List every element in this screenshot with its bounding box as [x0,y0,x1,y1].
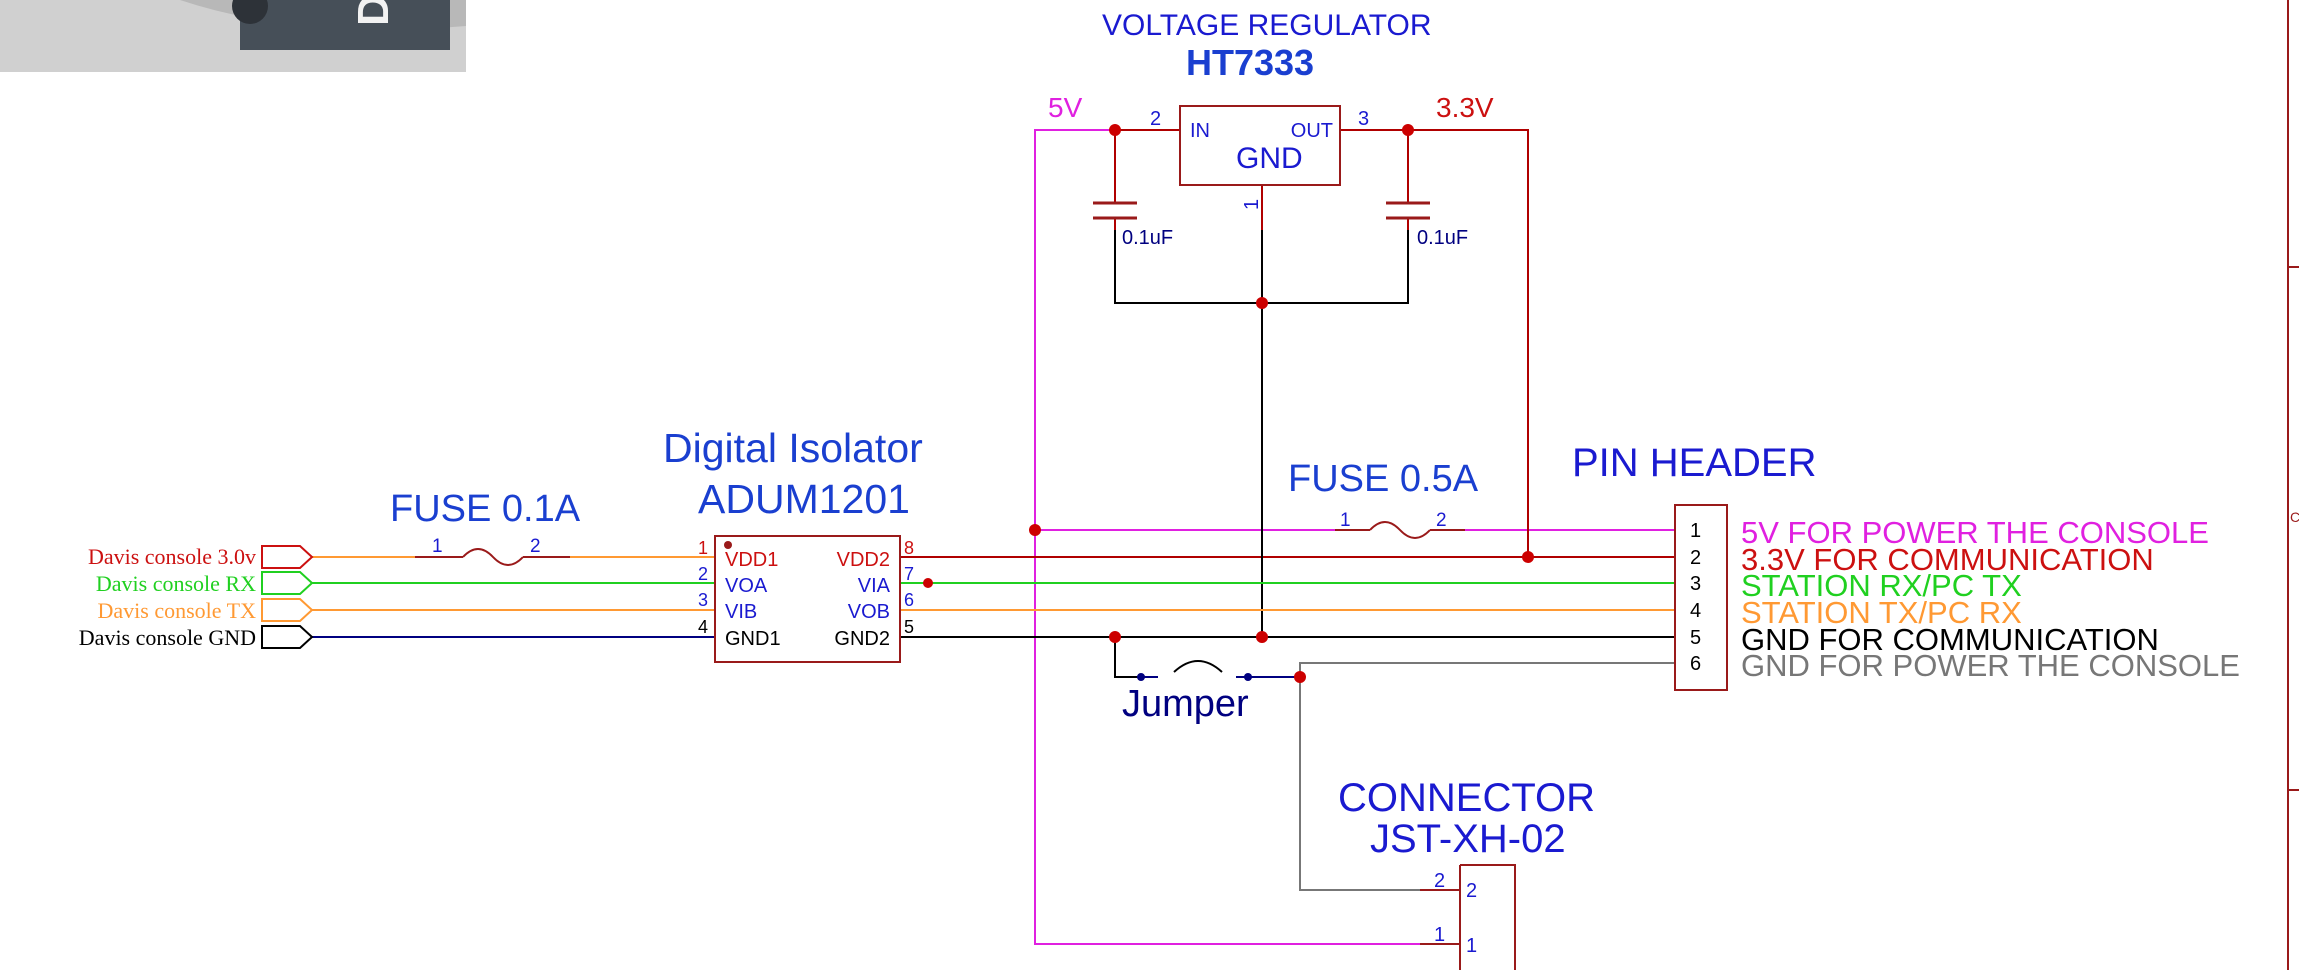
isolator-pin-num-1: 1 [698,538,708,558]
port-label-tx: Davis console TX [98,598,257,623]
fuse-0-1a-label: FUSE 0.1A [390,488,581,530]
regulator-part: HT7333 [1186,42,1314,83]
pin-header-desc-6: GND FOR POWER THE CONSOLE [1741,648,2240,683]
pin-header-num-3: 3 [1690,573,1701,595]
capacitor-right-value: 0.1uF [1417,227,1468,249]
net-label-3v3: 3.3V [1436,92,1494,123]
capacitor-left: 0.1uF [1093,201,1173,249]
regulator-pin-in: IN [1190,120,1210,142]
board-photo: D [0,0,466,72]
net-5v-wires [1034,129,1685,945]
pin-header: PIN HEADER 1 2 3 4 5 6 5V FOR POWER THE … [1572,441,2240,691]
fuse-0-1a-pin2: 2 [530,536,541,557]
pin-header-num-5: 5 [1690,627,1701,649]
connector-pin-inner-1: 1 [1466,935,1477,957]
pin-header-num-2: 2 [1690,547,1701,569]
pin-header-desc-2: 3.3V FOR COMMUNICATION [1741,542,2154,577]
isolator-title: Digital Isolator [663,425,923,471]
fuse-0-1a: FUSE 0.1A 1 2 [390,488,581,566]
isolator-pin-vdd2: VDD2 [837,549,890,571]
photo-letter: D [349,0,398,26]
isolator-pin-num-8: 8 [904,538,914,558]
isolator-pin-gnd1: GND1 [725,628,781,650]
border-zone-letter: C [2290,509,2299,525]
regulator-pin-out: OUT [1291,120,1333,142]
sheet-border: C [2287,0,2299,970]
pin-header-desc-1: 5V FOR POWER THE CONSOLE [1741,515,2209,550]
connector-pin-num-1: 1 [1434,924,1445,946]
connector-pin-num-2: 2 [1434,870,1445,892]
isolator-pin-num-6: 6 [904,590,914,610]
isolator-pin-num-7: 7 [904,564,914,584]
isolator-pin-via: VIA [858,575,891,597]
pin-header-desc-5: GND FOR COMMUNICATION [1741,622,2159,657]
isolator-pin-num-5: 5 [904,617,914,637]
pin-header-num-1: 1 [1690,520,1701,542]
fuse-0-5a: FUSE 0.5A 1 2 [1288,458,1479,539]
digital-isolator: Digital Isolator ADUM1201 1 2 3 4 VDD1 V… [663,425,923,663]
voltage-regulator: VOLTAGE REGULATOR HT7333 IN OUT GND 2 3 … [1048,9,1494,210]
connector-part: JST-XH-02 [1370,817,1566,861]
connector-title: CONNECTOR [1338,776,1595,820]
isolator-pin-vob: VOB [848,601,890,623]
regulator-pin-gnd: GND [1236,142,1303,175]
connector-jst: CONNECTOR JST-XH-02 2 1 2 1 [1338,776,1595,970]
regulator-pin-num-out: 3 [1358,108,1369,130]
regulator-title: VOLTAGE REGULATOR [1102,9,1432,42]
pin-header-num-4: 4 [1690,600,1701,622]
isolator-pin-num-4: 4 [698,617,708,637]
port-label-3v: Davis console 3.0v [88,544,256,569]
fuse-0-1a-pin1: 1 [432,536,443,557]
capacitor-right: 0.1uF [1386,201,1468,249]
regulator-pin-num-gnd: 1 [1241,199,1263,210]
pin-header-title: PIN HEADER [1572,441,1817,485]
jumper: Jumper [1122,660,1252,725]
port-label-gnd: Davis console GND [79,625,256,650]
jumper-label: Jumper [1122,683,1249,725]
net-label-5v: 5V [1048,92,1083,123]
isolator-pin-vib: VIB [725,601,757,623]
pin-header-desc-4: STATION TX/PC RX [1741,595,2022,630]
capacitor-left-value: 0.1uF [1122,227,1173,249]
fuse-0-5a-pin1: 1 [1340,510,1351,531]
net-gnd-wires [900,230,1685,678]
fuse-0-5a-label: FUSE 0.5A [1288,458,1479,500]
isolator-pin-vdd1: VDD1 [725,549,778,571]
pin-header-desc-3: STATION RX/PC TX [1741,568,2022,603]
isolator-part: ADUM1201 [698,476,910,522]
pin-header-num-6: 6 [1690,653,1701,675]
isolator-pin-voa: VOA [725,575,768,597]
pin-header-pins: 1 2 3 4 5 6 [1690,520,1701,675]
port-label-rx: Davis console RX [96,571,256,596]
isolator-pin-gnd2: GND2 [834,628,890,650]
isolator-pin-num-2: 2 [698,564,708,584]
regulator-pin-num-in: 2 [1150,108,1161,130]
junction-dots [923,124,1534,683]
input-ports: Davis console 3.0v Davis console RX Davi… [79,544,314,650]
isolator-pin-num-3: 3 [698,590,708,610]
connector-pin-inner-2: 2 [1466,880,1477,902]
fuse-0-5a-pin2: 2 [1436,510,1447,531]
